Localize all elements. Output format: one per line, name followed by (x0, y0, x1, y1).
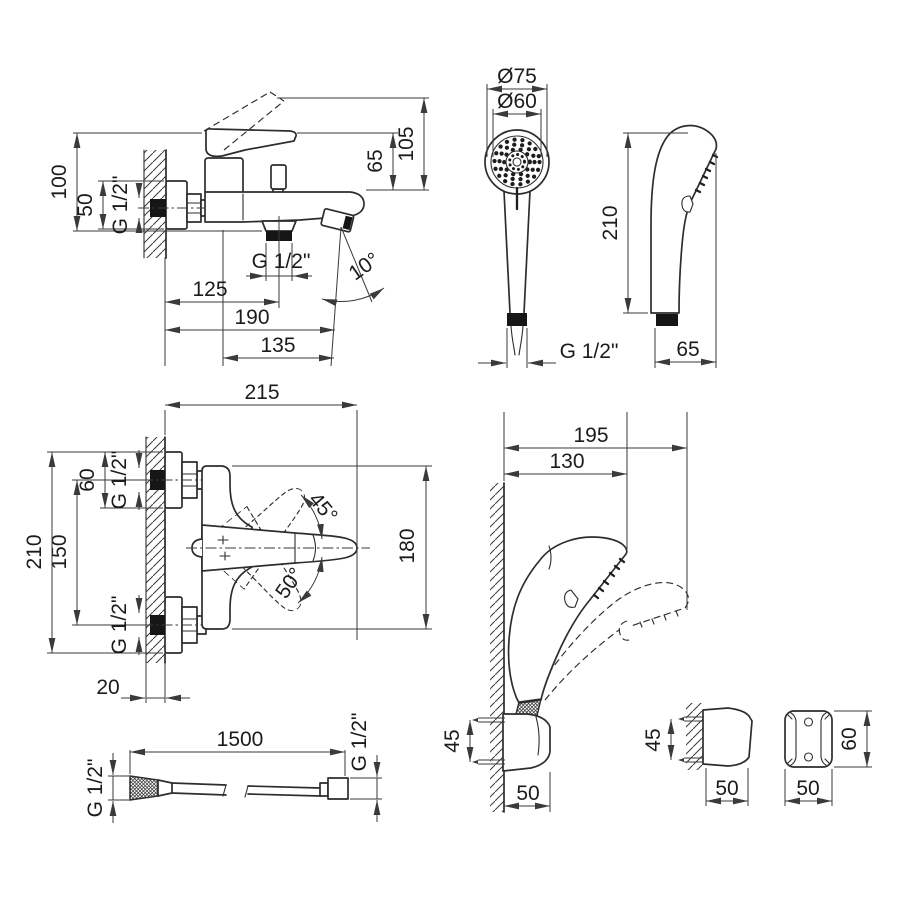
dim-label-reach-195: 195 (573, 424, 608, 447)
shower-clip (564, 589, 579, 608)
dim-label-inlet-thread-bottom: G 1/2" (108, 596, 131, 655)
shower-tilted-phantom (535, 581, 689, 701)
dim-label-depth-135: 135 (260, 334, 295, 357)
view-holder-side: 45 50 (642, 703, 753, 806)
diverter-knob (270, 164, 287, 190)
dim-label-depth-65: 65 (676, 338, 699, 361)
dim-label-wall-20: 20 (96, 676, 119, 699)
dim-label-screws-45: 45 (441, 729, 464, 752)
wall-hatch-holder (490, 483, 504, 812)
dim-label-thread-right: G 1/2" (348, 713, 371, 772)
view-holder-assembly: 195 130 45 50 (441, 412, 689, 813)
dim-label-inlet-thread-top: G 1/2" (108, 451, 131, 510)
dim-label-centers-150: 150 (48, 534, 71, 569)
view-bath-mixer-top: 45° 50° 215 60 150 210 G 1/2" G 1/2" 180… (23, 381, 432, 703)
mounting-screws (472, 717, 505, 765)
dim-label-reach-130: 130 (549, 450, 584, 473)
dim-label-d60: Ø60 (497, 90, 537, 113)
dim-label-height-105: 105 (395, 126, 418, 161)
dim-label-depth-190: 190 (234, 306, 269, 329)
view-shower-hose: 1500 G 1/2" G 1/2" (84, 713, 382, 823)
dim-label-body-180: 180 (396, 528, 419, 563)
dim-label-holder-front-50: 50 (796, 777, 819, 800)
spout-aerator (320, 208, 355, 233)
cartridge-housing (204, 157, 244, 195)
dim-label-hose-thread: G 1/2" (560, 340, 619, 363)
dim-label-holder-side-45: 45 (642, 728, 665, 751)
wall-flange (165, 180, 188, 230)
hot-cold-marks (217, 535, 231, 561)
holder-side-outline (702, 707, 753, 767)
view-holder-front: 60 50 (784, 710, 872, 806)
dim-label-outlet-thread: G 1/2" (252, 250, 311, 273)
dim-label-angle-up: 45° (304, 488, 342, 527)
dim-label-thread-left: G 1/2" (84, 759, 107, 818)
handle-lever-raised-phantom (203, 91, 285, 151)
screw-hole-top (803, 717, 814, 727)
dim-label-height-210: 210 (23, 534, 46, 569)
dim-label-holder-side-50: 50 (715, 777, 738, 800)
wall-hatch-top-view (146, 437, 165, 663)
holder-front-outline (784, 710, 833, 768)
dim-label-width-215: 215 (244, 381, 279, 404)
dim-label-length-210: 210 (599, 205, 622, 240)
shower-side-outline (650, 124, 718, 314)
holder-clip-side (681, 195, 694, 213)
hose-nut-side (656, 314, 678, 326)
dim-label-holder-front-60: 60 (838, 727, 861, 750)
dim-label-depth-50: 50 (516, 782, 539, 805)
spray-nozzle-dots (492, 137, 542, 187)
mounting-screws-side (678, 716, 704, 763)
dim-label-depth-125: 125 (192, 278, 227, 301)
dim-label-d75: Ø75 (497, 65, 537, 88)
dim-label-inlet-thread: G 1/2" (109, 176, 132, 235)
view-bath-mixer-side: 10° 100 50 G 1/2" 105 65 G 1/2" 125 190 (48, 91, 429, 367)
dim-label-spout-angle: 10° (345, 248, 384, 285)
screw-hole-bottom (803, 752, 814, 762)
dim-label-handle-65: 65 (364, 149, 387, 172)
hose-nut-front (507, 313, 527, 326)
wall-hatch-holder-side (686, 703, 703, 770)
hose-right-fitting (327, 777, 349, 800)
handle-lever (205, 127, 297, 158)
dim-label-angle-down: 50° (271, 564, 308, 603)
dim-label-plate-60: 60 (76, 468, 99, 491)
view-hand-shower: Ø75 Ø60 G 1/2" 210 65 (478, 65, 719, 368)
spray-face-ticks-holder (592, 557, 626, 600)
dim-label-plate-50: 50 (74, 193, 97, 216)
dim-label-height-100: 100 (48, 164, 71, 199)
holder-bracket-side (502, 713, 551, 772)
shower-in-holder-outline (507, 536, 628, 704)
hose-left-fitting (129, 775, 159, 801)
dim-label-length-1500: 1500 (217, 728, 264, 751)
